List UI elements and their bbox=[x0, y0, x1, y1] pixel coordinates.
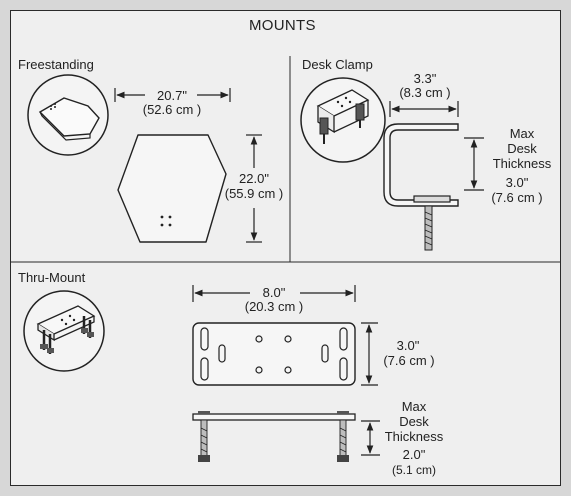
thru-mount-thickness-cm: (5.1 cm) bbox=[391, 463, 436, 477]
freestanding-holes bbox=[160, 215, 172, 227]
desk-clamp-thumbnail bbox=[300, 77, 386, 163]
freestanding-label: Freestanding bbox=[18, 57, 94, 72]
desk-clamp-label: Desk Clamp bbox=[302, 57, 373, 72]
thru-mount-width-in: 8.0" bbox=[262, 285, 286, 300]
freestanding-width-in: 20.7" bbox=[157, 88, 187, 103]
freestanding-base-outline bbox=[117, 134, 227, 243]
desk-clamp-bracket bbox=[383, 123, 459, 207]
desk-clamp-max-line1: Max bbox=[509, 126, 535, 141]
freestanding-thumbnail bbox=[27, 74, 109, 156]
desk-clamp-thickness-cm: (7.6 cm ) bbox=[491, 190, 543, 205]
page-title: MOUNTS bbox=[249, 17, 316, 34]
thru-mount-thickness-in: 2.0" bbox=[402, 447, 426, 462]
panel-border bbox=[10, 10, 561, 486]
thru-mount-max-line1: Max bbox=[401, 399, 427, 414]
thru-mount-width-cm: (20.3 cm ) bbox=[244, 299, 304, 314]
desk-clamp-width-in: 3.3" bbox=[413, 71, 437, 86]
thru-mount-height-cm: (7.6 cm ) bbox=[383, 353, 435, 368]
thru-mount-side-plate bbox=[192, 413, 356, 421]
thru-mount-bolts bbox=[198, 411, 349, 462]
thru-mount-max-line2: Desk bbox=[399, 414, 429, 429]
thru-mount-max-line3: Thickness bbox=[384, 429, 444, 444]
thru-mount-label: Thru-Mount bbox=[18, 270, 86, 285]
desk-clamp-width-cm: (8.3 cm ) bbox=[399, 85, 451, 100]
desk-clamp-max-line3: Thickness bbox=[492, 156, 552, 171]
thru-mount-plate bbox=[192, 322, 356, 386]
freestanding-height-in: 22.0" bbox=[239, 171, 269, 186]
desk-clamp-pad bbox=[413, 195, 451, 203]
thru-mount-thumbnail bbox=[23, 290, 105, 372]
thru-mount-plate-slots bbox=[200, 327, 348, 381]
freestanding-width-cm: (52.6 cm ) bbox=[142, 102, 202, 117]
desk-clamp-screw bbox=[424, 205, 433, 251]
thru-mount-height-in: 3.0" bbox=[396, 338, 420, 353]
freestanding-height-cm: (55.9 cm ) bbox=[224, 186, 284, 201]
desk-clamp-thickness-in: 3.0" bbox=[505, 175, 529, 190]
desk-clamp-max-line2: Desk bbox=[507, 141, 537, 156]
